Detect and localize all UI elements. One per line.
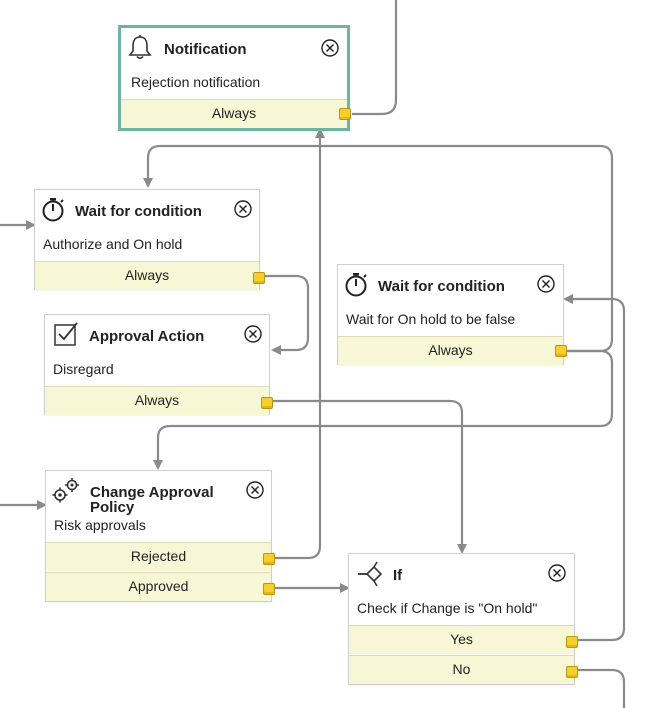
outlet-rejected[interactable]: Rejected xyxy=(46,542,275,571)
node-title: Change Approval Policy xyxy=(90,484,214,516)
connector-wait1-to-approval xyxy=(264,274,310,355)
close-icon[interactable] xyxy=(244,325,262,343)
close-icon[interactable] xyxy=(234,200,252,218)
node-if[interactable]: If Check if Change is "On hold" Yes No xyxy=(348,553,578,685)
outlet-approved[interactable]: Approved xyxy=(46,572,275,601)
node-header: Approval Action xyxy=(45,315,269,347)
outlet-port[interactable] xyxy=(555,345,567,357)
outlet-port[interactable] xyxy=(263,583,275,595)
outlet-label: Approved xyxy=(128,578,189,594)
node-change-approval-policy[interactable]: Change Approval Policy Risk approvals Re… xyxy=(45,470,275,602)
outlet-label: Yes xyxy=(450,631,473,647)
node-description: Authorize and On hold xyxy=(43,236,183,252)
outlet-port[interactable] xyxy=(339,108,351,120)
node-title: If xyxy=(393,567,403,584)
close-icon[interactable] xyxy=(246,481,264,499)
outlet-yes[interactable]: Yes xyxy=(349,625,578,654)
node-description: Wait for On hold to be false xyxy=(346,311,516,327)
outlet-label: Rejected xyxy=(130,548,187,564)
outlet-always[interactable]: Always xyxy=(35,261,265,290)
close-icon[interactable] xyxy=(537,275,555,293)
outlet-port[interactable] xyxy=(261,397,273,409)
node-title: Notification xyxy=(164,41,247,58)
bell-icon xyxy=(128,35,152,60)
outlet-label: Always xyxy=(428,342,473,358)
gears-icon xyxy=(52,478,79,503)
connector-no-down xyxy=(578,668,626,708)
node-header: Wait for condition xyxy=(338,265,563,297)
connector-top-incoming xyxy=(352,0,398,116)
outlet-port[interactable] xyxy=(253,272,265,284)
outlet-always[interactable]: Always xyxy=(338,336,567,365)
node-notification[interactable]: Notification Rejection notification Alwa… xyxy=(118,25,351,131)
stopwatch-icon xyxy=(345,273,367,297)
node-description: Rejection notification xyxy=(131,74,261,90)
node-description: Risk approvals xyxy=(54,517,146,533)
outlet-label: Always xyxy=(124,267,170,283)
close-icon[interactable] xyxy=(548,564,566,582)
node-description: Disregard xyxy=(53,361,114,377)
outlet-port[interactable] xyxy=(566,636,578,648)
checkbox-icon xyxy=(54,322,78,346)
node-wait-for-condition-1[interactable]: Wait for condition Authorize and On hold… xyxy=(34,189,265,290)
node-approval-action[interactable]: Approval Action Disregard Always xyxy=(44,314,273,415)
stopwatch-icon xyxy=(42,198,64,222)
outlet-label: No xyxy=(452,661,471,677)
node-title: Approval Action xyxy=(89,328,205,345)
outlet-label: Always xyxy=(211,105,257,121)
node-header: If xyxy=(349,554,574,587)
node-title: Wait for condition xyxy=(75,203,202,220)
outlet-port[interactable] xyxy=(263,553,275,565)
node-description: Check if Change is "On hold" xyxy=(357,600,538,616)
close-icon[interactable] xyxy=(321,39,339,57)
outlet-label: Always xyxy=(134,392,180,408)
outlet-always[interactable]: Always xyxy=(121,99,351,128)
node-header: Wait for condition xyxy=(35,190,259,222)
node-title: Wait for condition xyxy=(378,278,505,295)
node-header: Notification xyxy=(121,28,347,60)
connector-approval-to-if xyxy=(273,399,467,554)
branch-icon xyxy=(358,561,383,587)
outlet-always[interactable]: Always xyxy=(45,386,273,415)
node-wait-for-condition-2[interactable]: Wait for condition Wait for On hold to b… xyxy=(337,264,567,365)
node-header: Change Approval Policy xyxy=(46,471,271,515)
connector-rejected-to-notification xyxy=(274,128,325,560)
outlet-no[interactable]: No xyxy=(349,655,578,684)
outlet-port[interactable] xyxy=(566,666,578,678)
